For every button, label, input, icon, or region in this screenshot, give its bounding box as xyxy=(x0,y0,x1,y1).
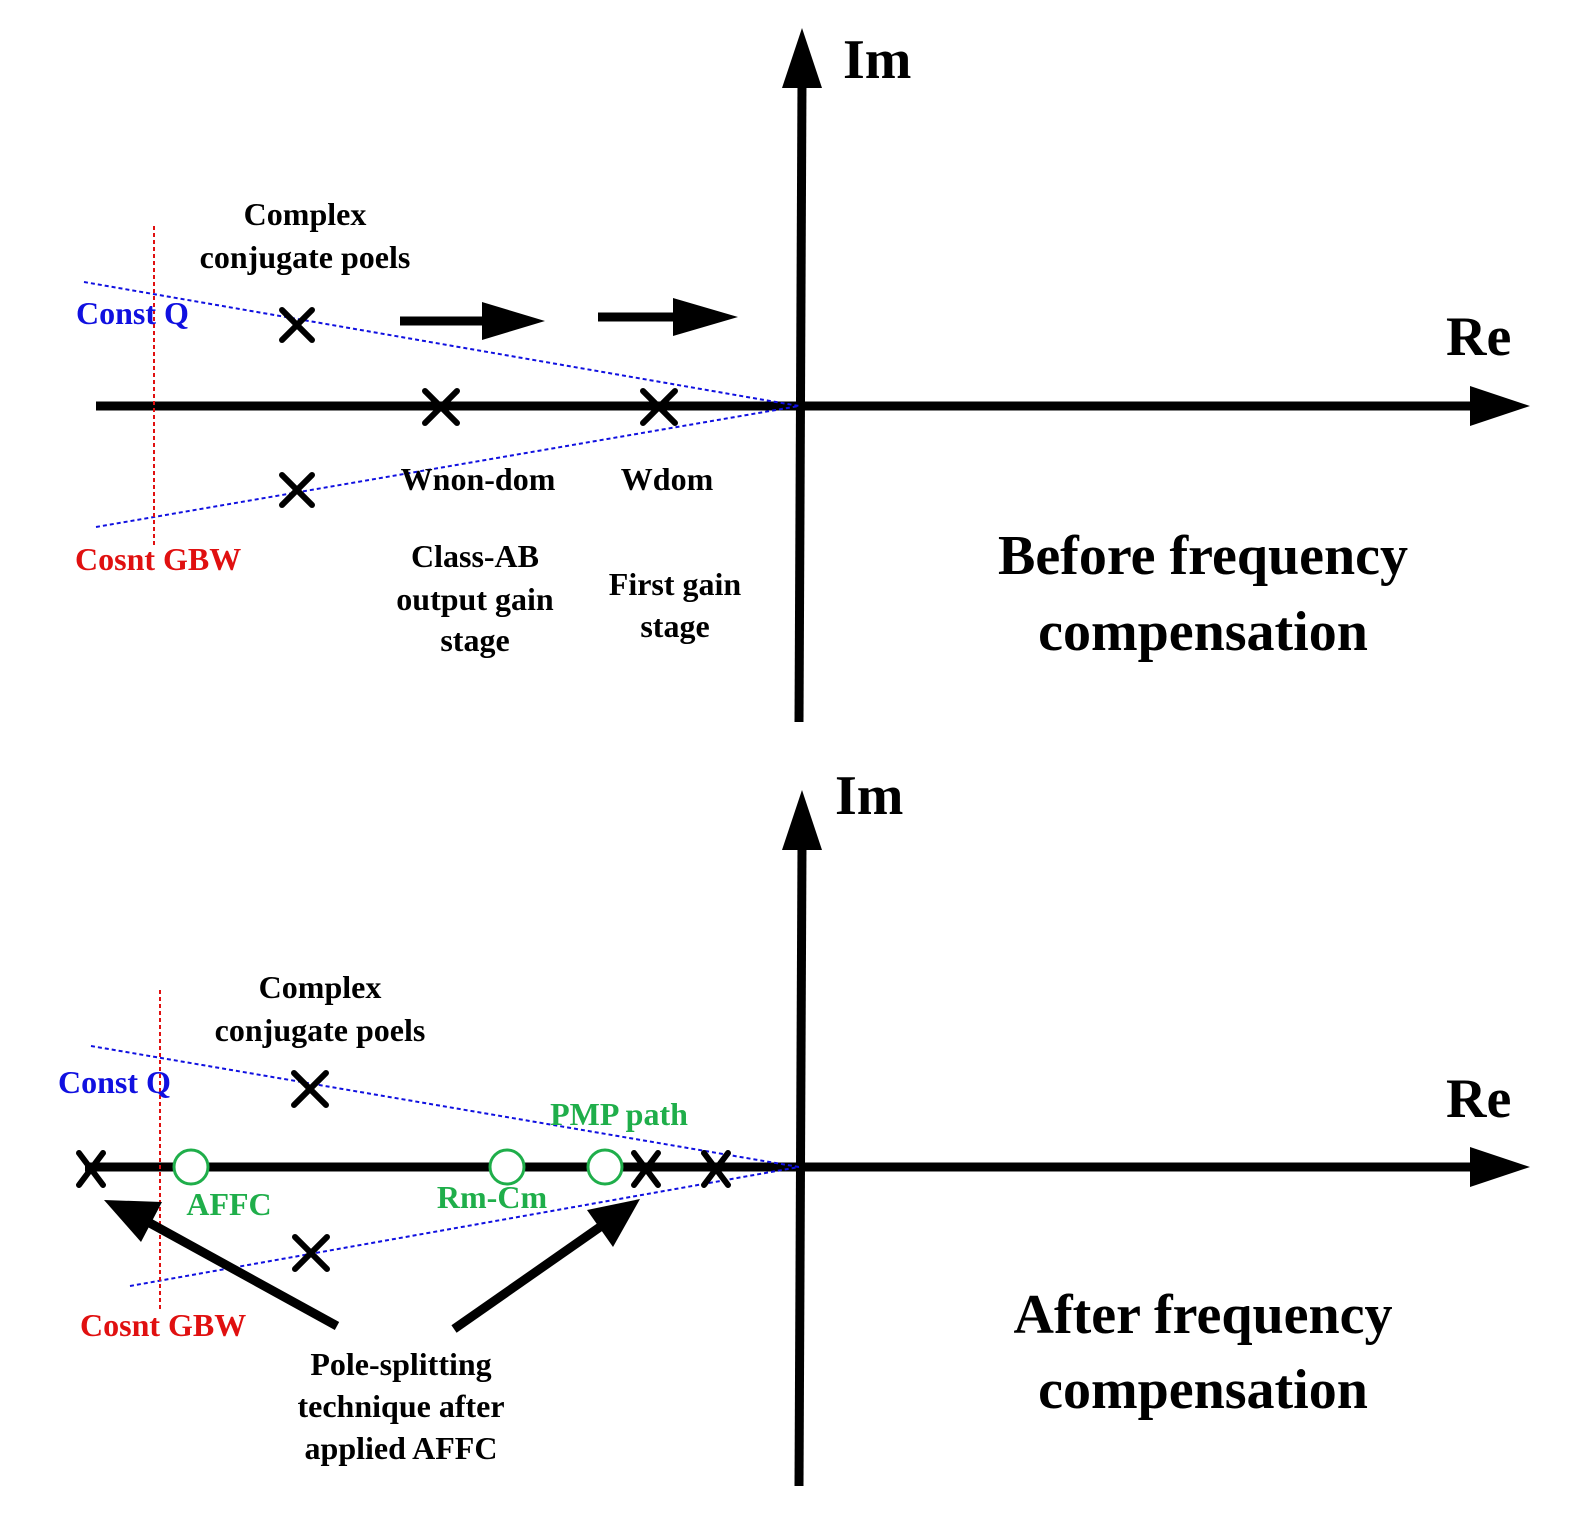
bottom-split-arrow-left xyxy=(104,1200,340,1330)
top-real-axis-arrowhead xyxy=(1470,386,1530,426)
bottom-real-axis-arrowhead xyxy=(1470,1147,1530,1187)
top-pole-complex-lower xyxy=(279,472,315,508)
top-complex-label-1: Complex xyxy=(244,196,367,232)
bottom-rm-cm-label: Rm-Cm xyxy=(437,1179,548,1215)
top-first-gain-label-2: stage xyxy=(640,608,709,644)
bottom-const-gbw-label: Cosnt GBW xyxy=(80,1307,246,1343)
top-shift-arrow-1 xyxy=(400,302,545,340)
bottom-pole-split-nondom xyxy=(631,1150,661,1188)
bottom-zero-affc xyxy=(172,1148,210,1186)
top-wnon-dom-label: Wnon-dom xyxy=(401,461,556,497)
top-title-line-1: Before frequency xyxy=(998,525,1408,587)
top-pole-complex-upper xyxy=(279,307,315,343)
top-class-ab-label-1: Class-AB xyxy=(411,538,539,574)
top-shift-arrow-2 xyxy=(598,298,738,336)
top-imag-axis xyxy=(794,79,807,723)
bottom-title-line-2: compensation xyxy=(1038,1359,1368,1421)
top-imag-axis-arrowhead xyxy=(782,28,822,88)
bottom-imag-axis xyxy=(794,844,807,1487)
top-complex-label-2: conjugate poels xyxy=(200,239,411,275)
top-re-label: Re xyxy=(1446,306,1511,368)
top-class-ab-label-2: output gain xyxy=(396,581,554,617)
bottom-im-label: Im xyxy=(835,765,903,827)
bottom-complex-label-2: conjugate poels xyxy=(215,1012,426,1048)
bottom-const-q-label: Const Q xyxy=(58,1064,171,1100)
bottom-affc-label: AFFC xyxy=(186,1186,271,1222)
bottom-re-label: Re xyxy=(1446,1068,1511,1130)
bottom-pole-complex-lower xyxy=(292,1234,330,1272)
bottom-title-line-1: After frequency xyxy=(1014,1284,1393,1346)
bottom-pole-split-label-1: Pole-splitting xyxy=(310,1346,491,1382)
bottom-pole-split-dom xyxy=(701,1150,731,1188)
top-im-label: Im xyxy=(843,29,911,91)
bottom-const-q-line-upper xyxy=(90,1045,800,1168)
top-panel: Im Re Complex conjugate poels Const Q Co… xyxy=(75,28,1530,723)
top-const-q-label: Const Q xyxy=(76,295,189,331)
bottom-panel: Im Re Complex conjugate poels Const Q Co… xyxy=(58,765,1530,1487)
top-const-gbw-label: Cosnt GBW xyxy=(75,541,241,577)
top-wdom-label: Wdom xyxy=(621,461,714,497)
top-pole-wnon-dom xyxy=(422,388,460,426)
bottom-pole-far-left xyxy=(76,1150,106,1188)
bottom-pole-split-label-3: applied AFFC xyxy=(305,1430,498,1466)
bottom-pole-complex-upper xyxy=(291,1070,329,1108)
top-title-line-2: compensation xyxy=(1038,601,1368,663)
bottom-split-arrow-right xyxy=(451,1199,640,1333)
bottom-pole-split-label-2: technique after xyxy=(297,1388,504,1424)
top-pole-wdom xyxy=(640,388,678,426)
bottom-complex-label-1: Complex xyxy=(259,969,382,1005)
top-class-ab-label-3: stage xyxy=(440,622,509,658)
top-first-gain-label-1: First gain xyxy=(609,566,742,602)
bottom-zero-pmp xyxy=(586,1148,624,1186)
bottom-pmp-path-label: PMP path xyxy=(550,1096,688,1132)
top-const-q-line-upper xyxy=(83,281,800,407)
bottom-const-q-line-lower xyxy=(129,1166,800,1287)
bottom-zero-rm-cm xyxy=(488,1148,526,1186)
bottom-imag-axis-arrowhead xyxy=(782,790,822,850)
